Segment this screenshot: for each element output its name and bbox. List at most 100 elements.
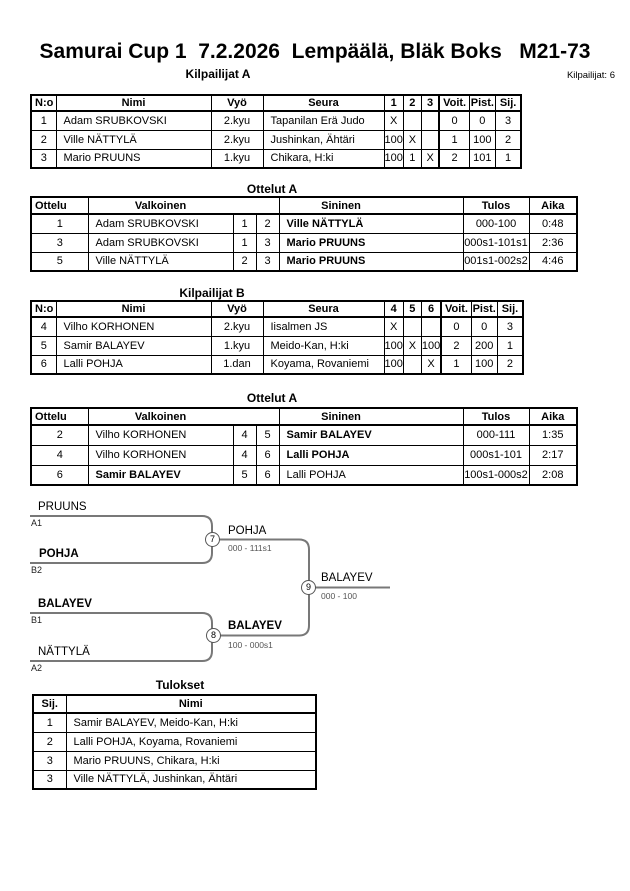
- match-row: 2 Vilho KORHONEN 4 5 Samir BALAYEV 000-1…: [30, 424, 578, 446]
- place: 3: [496, 316, 524, 337]
- result-row: 3 Ville NÄTTYLÄ, Jushinkan, Ähtäri: [32, 769, 317, 790]
- match-number: 6: [30, 464, 89, 486]
- pool-a-header-row: N:o Nimi Vyö Seura 1 2 3 Voit. Pist. Sij…: [30, 94, 522, 112]
- col-header: Sininen: [278, 407, 464, 426]
- competitor-name: Vilho KORHONEN: [55, 316, 212, 337]
- bracket-seed: A1: [31, 518, 43, 528]
- matches-a-title: Ottelut A: [246, 182, 298, 196]
- col-header: Nimi: [55, 94, 212, 112]
- club: Tapanilan Erä Judo: [262, 110, 385, 131]
- match-row: 6 Samir BALAYEV 5 6 Lalli POHJA 100s1-00…: [30, 464, 578, 486]
- match-row: 4 Vilho KORHONEN 4 6 Lalli POHJA 000s1-1…: [30, 444, 578, 466]
- match-score: 001s1-002s2: [462, 251, 530, 272]
- white-competitor: Samir BALAYEV: [87, 464, 234, 486]
- col-header: Nimi: [55, 300, 212, 318]
- results-header-row: Sij. Nimi: [32, 694, 317, 714]
- result-name: Samir BALAYEV, Meido-Kan, H:ki: [65, 712, 317, 733]
- bracket-match-node: 8: [206, 628, 221, 643]
- place: 1: [494, 148, 522, 169]
- competitor-name: Samir BALAYEV: [55, 335, 212, 356]
- col-header: Sininen: [278, 196, 464, 215]
- col-header: Pist.: [468, 94, 496, 112]
- bracket-seed: A2: [31, 663, 43, 673]
- col-header: Vyö: [210, 94, 264, 112]
- bracket-slot-name: BALAYEV: [38, 598, 92, 610]
- match-time: 2:36: [528, 232, 578, 253]
- result-name: Ville NÄTTYLÄ, Jushinkan, Ähtäri: [65, 769, 317, 790]
- belt: 2.kyu: [210, 316, 264, 337]
- competitor-name: Mario PRUUNS: [55, 148, 212, 169]
- pool-b-header-row: N:o Nimi Vyö Seura 4 5 6 Voit. Pist. Sij…: [30, 300, 524, 318]
- bracket-slot-name: POHJA: [39, 548, 79, 560]
- bracket-match-node: 9: [301, 580, 316, 595]
- table-row: 1 Adam SRUBKOVSKI 2.kyu Tapanilan Erä Ju…: [30, 110, 522, 131]
- competitor-name: Lalli POHJA: [55, 354, 212, 375]
- pool-cell: 100: [383, 354, 404, 375]
- pool-cell: 100: [383, 335, 404, 356]
- bracket-slot-name: PRUUNS: [38, 501, 87, 513]
- pool-cell: [402, 354, 422, 375]
- blue-competitor: Lalli POHJA: [278, 464, 464, 486]
- match-time: 1:35: [528, 424, 578, 446]
- pool-b-title: Kilpailijat B: [179, 286, 245, 300]
- col-header: Nimi: [65, 694, 317, 714]
- match-row: 3 Adam SRUBKOVSKI 1 3 Mario PRUUNS 000s1…: [30, 232, 578, 253]
- col-header: Sij.: [494, 94, 522, 112]
- col-header: Voit.: [438, 94, 470, 112]
- col-header: Aika: [528, 407, 578, 426]
- col-header: Valkoinen: [87, 407, 280, 426]
- pool-a-table: N:o Nimi Vyö Seura 1 2 3 Voit. Pist. Sij…: [30, 94, 523, 169]
- result-row: 3 Mario PRUUNS, Chikara, H:ki: [32, 750, 317, 771]
- col-header: 1: [383, 94, 404, 112]
- col-header: Tulos: [462, 407, 530, 426]
- place: 2: [496, 354, 524, 375]
- bracket-match-score: 000 - 111s1: [228, 543, 272, 553]
- points: 101: [468, 148, 496, 169]
- belt: 1.kyu: [210, 148, 264, 169]
- bracket-slot-name: NÄTTYLÄ: [38, 646, 90, 658]
- table-row: 5 Samir BALAYEV 1.kyu Meido-Kan, H:ki 10…: [30, 335, 524, 356]
- match-row: 5 Ville NÄTTYLÄ 2 3 Mario PRUUNS 001s1-0…: [30, 251, 578, 272]
- col-header: Tulos: [462, 196, 530, 215]
- results-title: Tulokset: [155, 678, 205, 692]
- competitor-name: Adam SRUBKOVSKI: [55, 110, 212, 131]
- col-header: Sij.: [32, 694, 67, 714]
- pool-cell: 100: [383, 129, 404, 150]
- bracket-match-score: 100 - 000s1: [228, 640, 273, 650]
- match-time: 4:46: [528, 251, 578, 272]
- page-title: Samurai Cup 1 7.2.2026 Lempäälä, Bläk Bo…: [39, 40, 591, 63]
- results-table: Sij. Nimi 1 Samir BALAYEV, Meido-Kan, H:…: [32, 694, 317, 790]
- matches-b-table: Ottelu Valkoinen Sininen Tulos Aika 2 Vi…: [30, 407, 578, 486]
- bracket-winner-name: BALAYEV: [228, 620, 282, 632]
- white-competitor: Ville NÄTTYLÄ: [87, 251, 234, 272]
- col-header: Sij.: [496, 300, 524, 318]
- match-score: 000s1-101s1: [462, 232, 530, 253]
- col-header: Aika: [528, 196, 578, 215]
- table-row: 2 Ville NÄTTYLÄ 2.kyu Jushinkan, Ähtäri …: [30, 129, 522, 150]
- match-time: 2:08: [528, 464, 578, 486]
- pool-a-title: Kilpailijat A: [185, 67, 251, 81]
- wins: 2: [438, 148, 470, 169]
- match-number: 5: [30, 251, 89, 272]
- match-score: 100s1-000s2: [462, 464, 530, 486]
- matches-b-header-row: Ottelu Valkoinen Sininen Tulos Aika: [30, 407, 578, 426]
- bracket-winner-name: BALAYEV: [321, 572, 373, 584]
- table-row: 6 Lalli POHJA 1.dan Koyama, Rovaniemi 10…: [30, 354, 524, 375]
- col-header: Valkoinen: [87, 196, 280, 215]
- col-header: N:o: [30, 94, 57, 112]
- blue-competitor: Ville NÄTTYLÄ: [278, 213, 464, 234]
- col-header: 5: [402, 300, 422, 318]
- bracket-seed: B1: [31, 615, 43, 625]
- pool-cell: 100: [383, 148, 404, 169]
- blue-competitor: Mario PRUUNS: [278, 251, 464, 272]
- club: Koyama, Rovaniemi: [262, 354, 385, 375]
- matches-b-title: Ottelut A: [246, 391, 298, 405]
- bracket-seed: B2: [31, 565, 43, 575]
- match-time: 0:48: [528, 213, 578, 234]
- bracket-winner-name: POHJA: [228, 525, 267, 537]
- bracket-match-score: 000 - 100: [321, 591, 357, 601]
- col-header: N:o: [30, 300, 57, 318]
- table-row: 3 Mario PRUUNS 1.kyu Chikara, H:ki 100 1…: [30, 148, 522, 169]
- pool-b-table: N:o Nimi Vyö Seura 4 5 6 Voit. Pist. Sij…: [30, 300, 525, 375]
